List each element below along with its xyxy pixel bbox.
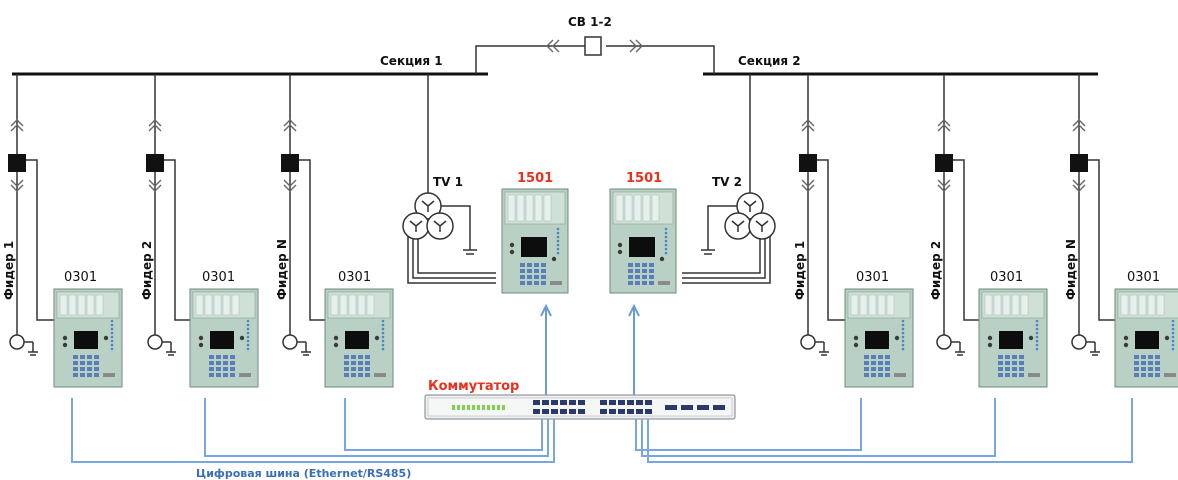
tv1-label: TV 1	[433, 175, 463, 189]
feeder-left-1-label: Фидер 1	[2, 241, 16, 300]
feeder-left-2	[146, 74, 190, 356]
feeder-left-n-label: Фидер N	[275, 239, 289, 300]
relay-1501-right	[609, 188, 677, 294]
relay-0301-left-2-label: 0301	[202, 270, 235, 285]
relay-0301-left-1-label: 0301	[64, 270, 97, 285]
digital-bus-left	[71, 398, 555, 463]
relay-0301-right-1	[844, 288, 914, 388]
relay-0301-left-n	[324, 288, 394, 388]
network-switch	[424, 394, 736, 420]
relay-1501-left	[501, 188, 569, 294]
feeder-right-1	[799, 74, 845, 356]
relay-0301-left-2	[189, 288, 259, 388]
feeder-left-2-label: Фидер 2	[140, 241, 154, 300]
relay-0301-right-n	[1114, 288, 1178, 388]
bus-coupler-label: СВ 1-2	[568, 15, 612, 29]
voltage-transformer-tv1	[402, 74, 496, 284]
uplink-arrows	[540, 303, 640, 395]
feeder-right-2	[935, 74, 979, 356]
tv2-label: TV 2	[712, 175, 742, 189]
relay-0301-right-n-label: 0301	[1127, 270, 1160, 285]
feeder-right-1-label: Фидер 1	[793, 241, 807, 300]
feeder-left-n	[281, 74, 325, 356]
relay-0301-left-1	[53, 288, 123, 388]
feeder-right-2-label: Фидер 2	[929, 241, 943, 300]
relay-0301-right-2	[978, 288, 1048, 388]
relay-0301-right-2-label: 0301	[990, 270, 1023, 285]
relay-0301-left-n-label: 0301	[338, 270, 371, 285]
bus-coupler	[475, 36, 715, 74]
section-2-label: Секция 2	[738, 54, 801, 68]
feeder-left-1	[8, 74, 54, 356]
digital-bus-right	[635, 398, 1133, 463]
switch-label: Коммутатор	[428, 379, 519, 394]
digital-bus-label: Цифровая шина (Ethernet/RS485)	[196, 467, 411, 480]
relay-0301-right-1-label: 0301	[856, 270, 889, 285]
relay-1501-right-label: 1501	[626, 171, 662, 186]
feeder-right-n-label: Фидер N	[1064, 239, 1078, 300]
feeder-right-n	[1070, 74, 1115, 356]
section-1-label: Секция 1	[380, 54, 443, 68]
voltage-transformer-tv2	[682, 74, 776, 284]
relay-1501-left-label: 1501	[517, 171, 553, 186]
